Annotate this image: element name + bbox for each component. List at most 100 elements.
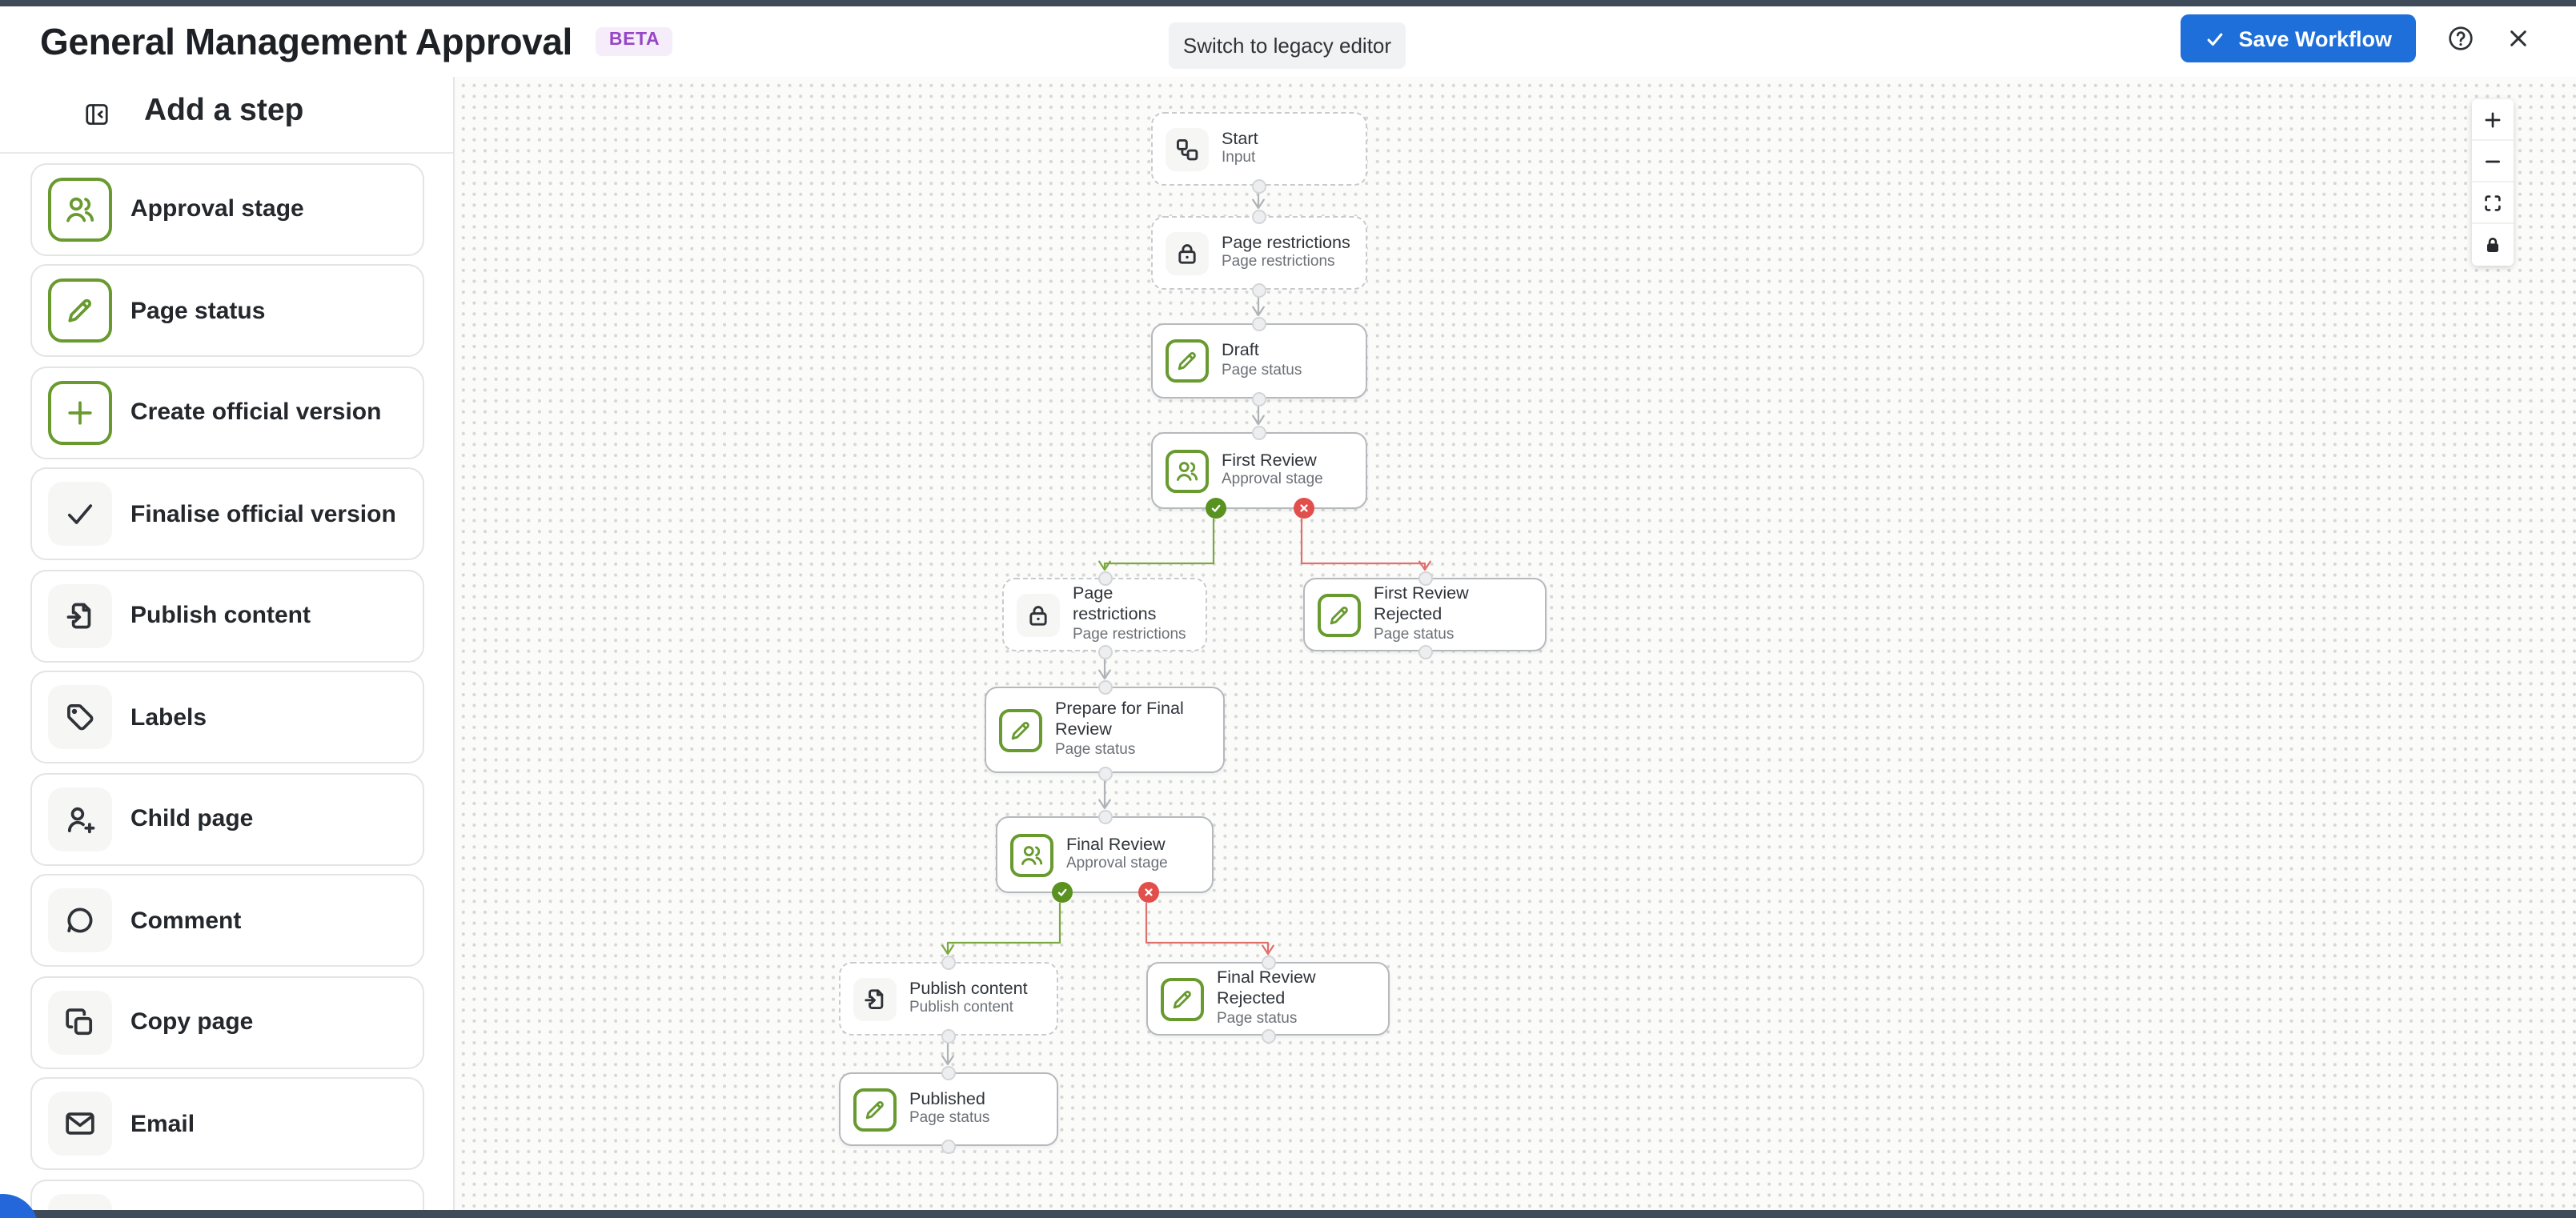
node-title: Final Review xyxy=(1066,835,1166,855)
approved-branch-badge[interactable] xyxy=(1205,497,1226,518)
panel-collapse-icon[interactable] xyxy=(83,101,110,128)
window-bottom-strip xyxy=(0,1210,2576,1218)
zoom-out-button[interactable] xyxy=(2472,141,2514,182)
people-icon xyxy=(1010,833,1053,876)
connector-port[interactable] xyxy=(1252,425,1266,439)
comment-icon xyxy=(47,888,111,952)
node-subtitle: Approval stage xyxy=(1066,855,1168,873)
node-subtitle: Page status xyxy=(1374,625,1455,643)
node-title: First Review Rejected xyxy=(1374,584,1469,625)
node-title: Prepare for Final Review xyxy=(1055,699,1184,740)
workflow-icon xyxy=(1166,127,1209,170)
copy-icon xyxy=(65,1008,92,1035)
connector-port[interactable] xyxy=(941,1139,956,1153)
beta-badge: BETA xyxy=(596,27,673,56)
connector-port[interactable] xyxy=(1097,766,1112,780)
close-icon[interactable] xyxy=(2506,26,2531,51)
badge-check-icon xyxy=(1057,887,1066,895)
person-plus-icon xyxy=(66,806,94,833)
sidebar-item-copy-page[interactable]: Copy page xyxy=(30,976,423,1068)
node-subtitle: Page status xyxy=(909,1109,990,1128)
node-title: First Review xyxy=(1222,451,1317,471)
sidebar-item-approval-stage[interactable]: Approval stage xyxy=(30,162,423,255)
connector-port[interactable] xyxy=(1261,955,1275,969)
connector-port[interactable] xyxy=(1252,209,1266,223)
sidebar-item-create-official-version[interactable]: Create official version xyxy=(30,366,423,459)
connector-port[interactable] xyxy=(1252,391,1266,406)
people-icon xyxy=(1166,449,1209,492)
window-top-strip xyxy=(0,0,2576,6)
rejected-branch-badge[interactable] xyxy=(1293,497,1314,518)
workflow-icon xyxy=(1176,138,1198,160)
check-icon xyxy=(2205,28,2225,49)
connector-port[interactable] xyxy=(941,1028,956,1043)
minus-icon xyxy=(2485,159,2501,162)
lock-canvas-button[interactable] xyxy=(2472,224,2514,266)
approved-branch-badge[interactable] xyxy=(1051,881,1072,902)
sidebar-item-label: Copy page xyxy=(130,1008,254,1036)
fullscreen-icon xyxy=(2485,194,2501,210)
node-subtitle: Approval stage xyxy=(1222,471,1323,489)
sidebar-item-label: Page status xyxy=(130,297,266,324)
tag-icon xyxy=(66,704,93,731)
pencil-icon xyxy=(1011,721,1029,739)
node-subtitle: Input xyxy=(1222,149,1256,167)
connector-port[interactable] xyxy=(1252,282,1266,297)
check-icon xyxy=(47,482,111,546)
help-icon[interactable] xyxy=(2446,24,2475,53)
email-icon xyxy=(65,1112,94,1135)
tag-icon xyxy=(47,685,111,749)
sidebar-item-finalise-official-version[interactable]: Finalise official version xyxy=(30,467,423,560)
pencil-icon xyxy=(1178,352,1196,371)
zoom-in-button[interactable] xyxy=(2472,99,2514,141)
sidebar-item-child-page[interactable]: Child page xyxy=(30,772,423,865)
sidebar-item-label: Child page xyxy=(130,805,254,832)
rejected-branch-badge[interactable] xyxy=(1138,881,1158,902)
sidebar-item-comment[interactable]: Comment xyxy=(30,874,423,967)
connector-port[interactable] xyxy=(1097,679,1112,694)
sidebar-item-label: Create official version xyxy=(130,399,382,426)
connector-port[interactable] xyxy=(941,955,956,969)
switch-to-legacy-editor-button[interactable]: Switch to legacy editor xyxy=(1169,22,1406,69)
connector-port[interactable] xyxy=(1252,316,1266,331)
sidebar-item-publish-content[interactable]: Publish content xyxy=(30,569,423,662)
badge-x-icon xyxy=(1299,503,1307,511)
connector-port[interactable] xyxy=(1097,809,1112,823)
connector-port[interactable] xyxy=(1418,644,1432,659)
sidebar-item-label: Publish content xyxy=(130,602,311,629)
connector-port[interactable] xyxy=(1097,644,1112,659)
connector-port[interactable] xyxy=(1418,571,1432,585)
badge-check-icon xyxy=(1210,503,1220,511)
sidebar-item-email[interactable]: Email xyxy=(30,1077,423,1170)
connector-port[interactable] xyxy=(1097,571,1112,585)
node-subtitle: Page status xyxy=(1217,1009,1298,1028)
connector-port[interactable] xyxy=(1261,1028,1275,1043)
sidebar-title: Add a step xyxy=(144,93,304,128)
pencil-icon xyxy=(999,708,1042,751)
save-workflow-button[interactable]: Save Workflow xyxy=(2181,14,2416,62)
node-title: Start xyxy=(1222,129,1258,149)
sidebar-item-label: Approval stage xyxy=(130,195,304,222)
connector-port[interactable] xyxy=(1252,178,1266,193)
sidebar-item-page-status[interactable]: Page status xyxy=(30,264,423,357)
pencil-icon xyxy=(853,1088,897,1131)
sidebar-item-labels[interactable]: Labels xyxy=(30,671,423,763)
pencil-icon xyxy=(1166,339,1209,383)
email-icon xyxy=(47,1092,111,1156)
check-icon xyxy=(66,504,92,524)
fit-view-button[interactable] xyxy=(2472,182,2514,224)
connector-port[interactable] xyxy=(941,1065,956,1080)
